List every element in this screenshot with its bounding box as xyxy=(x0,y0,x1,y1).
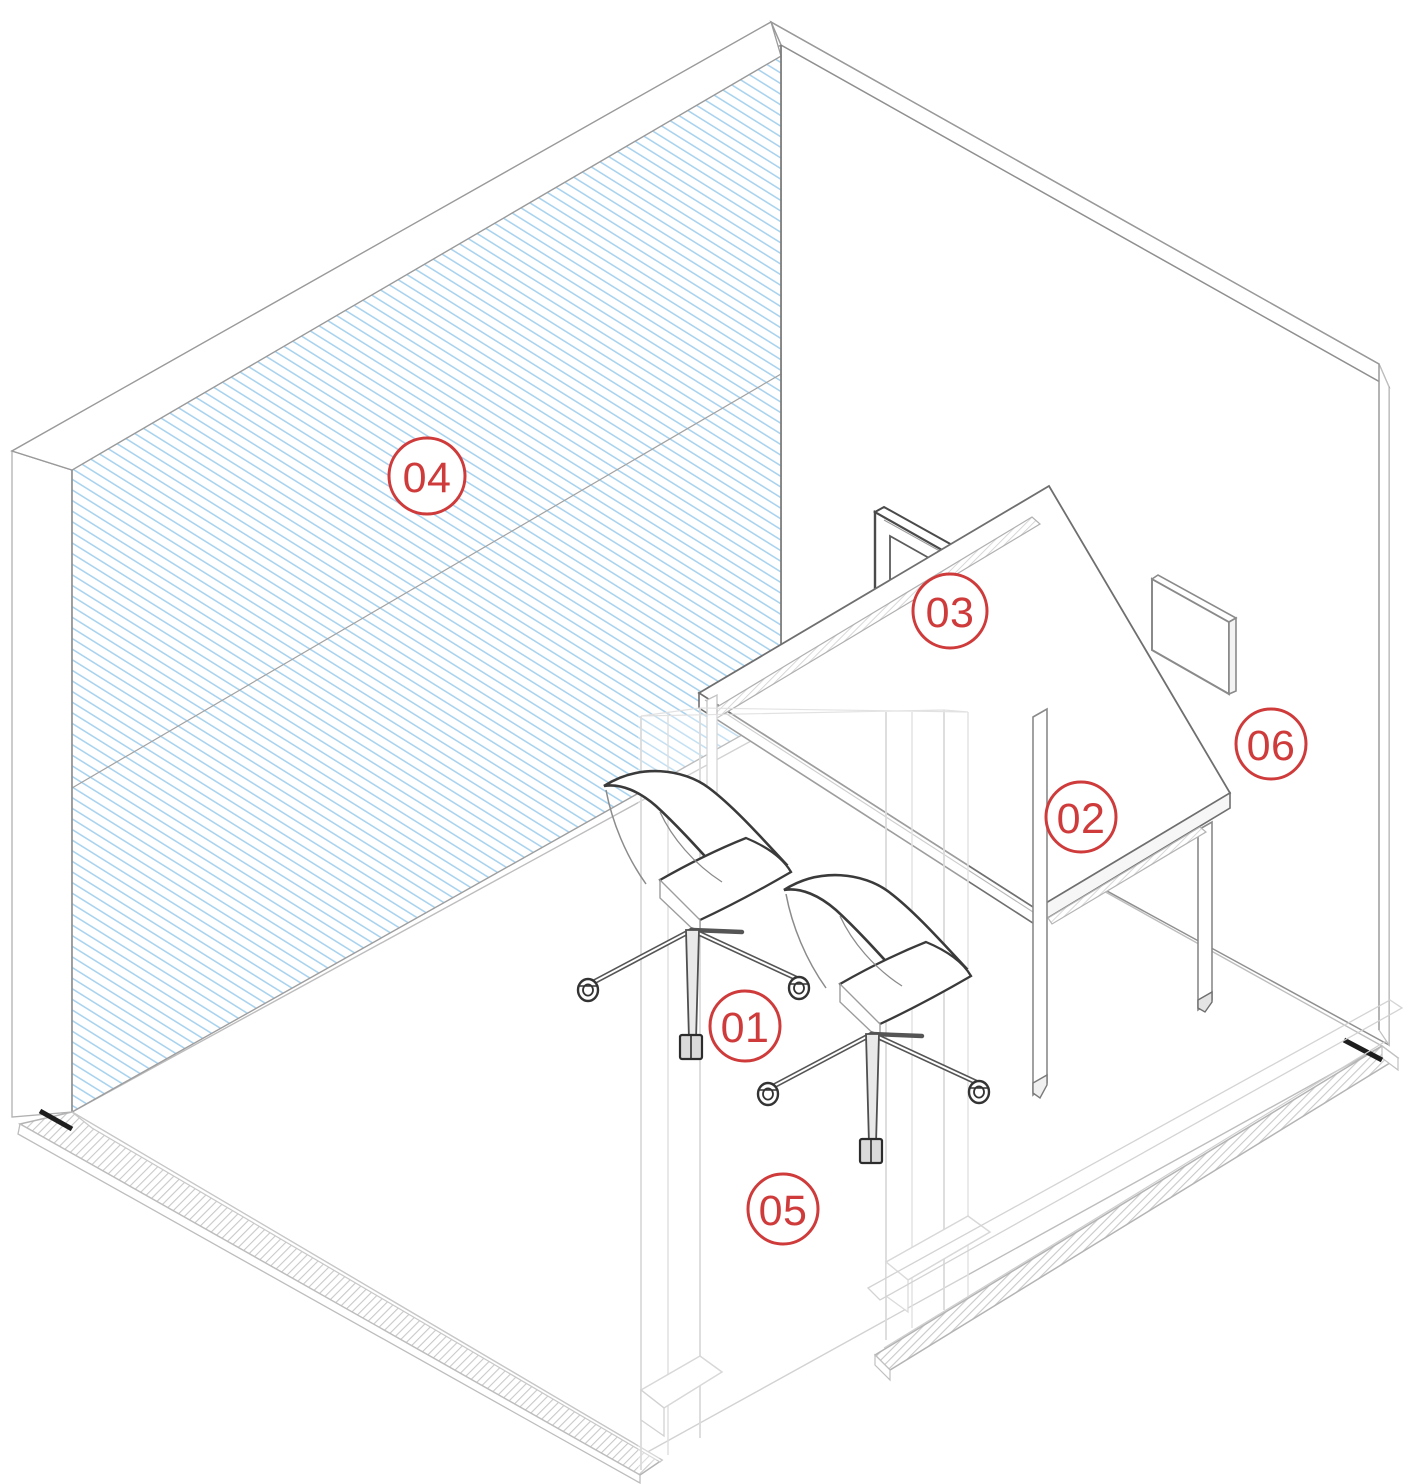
caster-icon xyxy=(787,975,811,1001)
partition-head-rail xyxy=(640,707,969,717)
callout-02-label: 02 xyxy=(1057,795,1106,843)
callout-04[interactable]: 04 xyxy=(387,436,467,516)
right-wall-outer-edge xyxy=(770,21,1380,1030)
callout-01-label: 01 xyxy=(721,1004,770,1052)
callout-02[interactable]: 02 xyxy=(1044,780,1118,854)
chair-front-back-inner xyxy=(839,915,903,987)
callout-02-circle[interactable] xyxy=(1044,780,1118,854)
partition-sill-right xyxy=(866,999,1404,1301)
chair-rear-back-contour xyxy=(605,789,647,885)
caster-icon xyxy=(967,1079,991,1105)
room-shell xyxy=(10,20,1391,1461)
desk-underside-line xyxy=(704,699,1034,913)
chair-front-base xyxy=(756,1031,991,1165)
wall-panel-edge-side xyxy=(1228,616,1237,696)
desk-leg-front-foot xyxy=(1032,1073,1048,1100)
chair-front-back-contour xyxy=(785,893,827,989)
chair-front-cylinder xyxy=(865,1033,880,1145)
floor-baseboard-left-front-face xyxy=(17,1122,641,1484)
baseboard-right-corner-accent xyxy=(1342,1037,1384,1063)
callout-01[interactable]: 01 xyxy=(708,989,782,1063)
callout-06-circle[interactable] xyxy=(1234,707,1308,781)
callout-06-label: 06 xyxy=(1247,722,1296,770)
floor-baseboard-right-top-line xyxy=(883,1040,1387,1349)
baseboard-left-corner-accent xyxy=(38,1108,74,1132)
floor-baseboard-left-inner xyxy=(71,1111,663,1463)
floor-baseboards xyxy=(17,1037,1400,1484)
left-wall-outer-plate xyxy=(11,450,73,1118)
task-chair-rear xyxy=(576,769,811,1061)
callout-05-label: 05 xyxy=(759,1187,808,1235)
callout-markers: 01 02 03 04 05 06 xyxy=(387,436,1308,1246)
task-chair-front xyxy=(756,873,991,1165)
right-wall-cap-right xyxy=(1378,363,1390,1047)
chair-rear-back-inner xyxy=(659,811,723,883)
caster-icon xyxy=(756,1081,780,1107)
caster-icon xyxy=(576,977,600,1003)
floor-baseboard-right-inner xyxy=(1381,1044,1399,1072)
callout-01-circle[interactable] xyxy=(708,989,782,1063)
desk-stretcher-rail xyxy=(1047,826,1208,925)
callout-03[interactable]: 03 xyxy=(911,572,989,650)
callout-03-label: 03 xyxy=(926,589,975,637)
callout-03-circle[interactable] xyxy=(911,572,989,650)
wall-panel xyxy=(1150,574,1238,696)
partition-bottom-track-left-face xyxy=(640,1388,665,1438)
callout-06[interactable]: 06 xyxy=(1234,707,1308,781)
floor-baseboard-right-front-face xyxy=(874,1353,891,1382)
chair-rear-cylinder xyxy=(685,929,700,1041)
callout-05[interactable]: 05 xyxy=(746,1172,820,1246)
desk-leg-right-foot xyxy=(1197,990,1213,1013)
chair-rear-base xyxy=(576,927,811,1061)
desk-leg-right xyxy=(1197,820,1213,1012)
callout-04-label: 04 xyxy=(403,454,452,502)
left-wall-joint-line xyxy=(71,373,782,789)
callout-05-circle[interactable] xyxy=(746,1172,820,1246)
desk-leg-front xyxy=(1032,707,1048,1097)
callout-04-circle[interactable] xyxy=(387,436,467,516)
